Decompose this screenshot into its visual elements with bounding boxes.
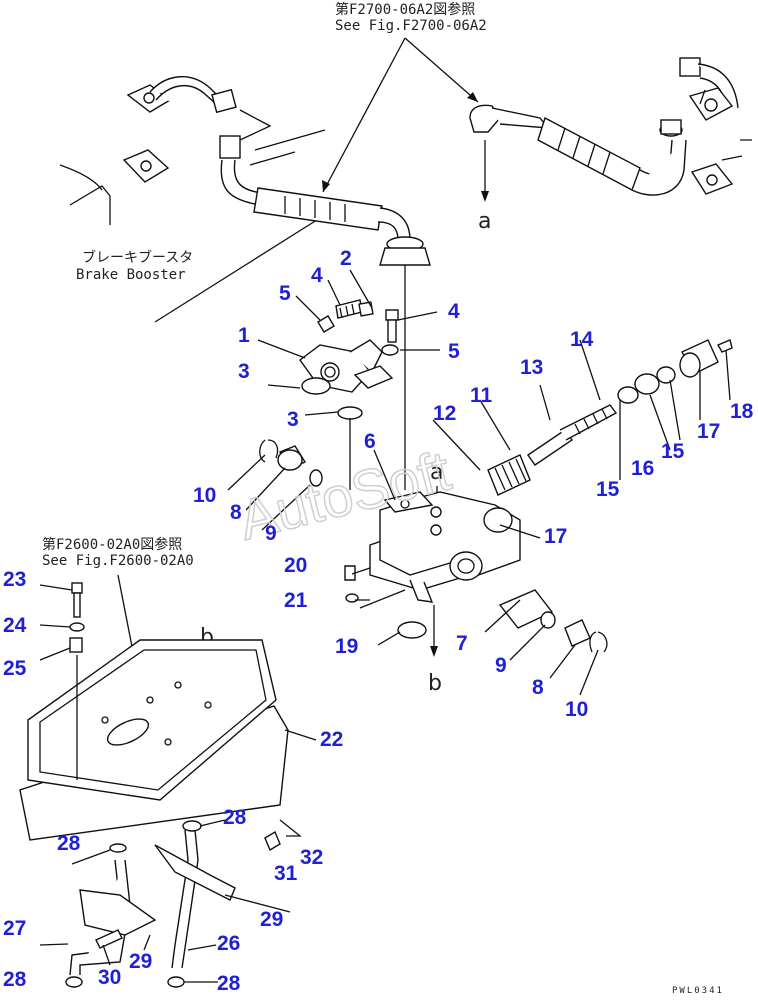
left-reference-jp: 第F2600-02A0図参照 [42,536,182,553]
part-number-27: 27 [3,917,26,940]
part-number-9: 9 [265,522,277,545]
lower-pipes [65,819,302,988]
brake-booster-label-en: Brake Booster [76,267,186,283]
leader-lines [39,269,731,983]
part-number-30: 30 [98,966,121,989]
right-brake-pipe [469,57,752,196]
part-number-12: 12 [433,402,456,425]
part-number-13: 13 [520,356,543,379]
part-number-17: 17 [544,525,567,548]
top-reference-jp: 第F2700-06A2図参照 [335,1,475,18]
part-number-22: 22 [320,728,343,751]
part-number-labels: 1 2 3 3 4 4 5 5 6 7 8 8 9 9 10 10 11 12 … [3,247,754,995]
part-number-11: 11 [470,384,493,407]
part-number-21: 21 [284,589,308,612]
part-number-10: 10 [565,698,588,721]
reference-leaders [117,37,479,663]
part-number-15: 15 [661,440,685,463]
part-number-29: 29 [260,908,283,931]
part-number-16: 16 [631,457,654,480]
part-number-32: 32 [300,846,323,869]
part-number-29: 29 [129,950,152,973]
part-number-18: 18 [730,400,754,423]
left-reference-en: See Fig.F2600-02A0 [42,553,194,569]
part-number-31: 31 [274,862,298,885]
part-number-1: 1 [238,324,250,347]
part-number-8: 8 [230,501,242,524]
part-number-2: 2 [340,247,352,270]
side-plugs [259,439,608,653]
part-number-25: 25 [3,657,27,680]
part-number-17: 17 [697,420,720,443]
plunger-stack [487,339,733,496]
part-number-8: 8 [532,676,544,699]
flange-group [299,265,406,490]
part-number-28: 28 [223,806,247,829]
part-number-5: 5 [448,340,460,363]
top-reference-en: See Fig.F2700-06A2 [335,18,487,34]
part-number-5: 5 [279,282,291,305]
part-number-28: 28 [217,972,241,995]
part-number-9: 9 [495,654,507,677]
part-number-6: 6 [364,430,376,453]
part-number-23: 23 [3,568,26,591]
part-number-3: 3 [238,360,250,383]
part-number-20: 20 [284,554,307,577]
part-number-19: 19 [335,635,358,658]
connector-a-mid: a [430,460,443,485]
part-number-4: 4 [311,264,323,287]
left-brake-pipe [59,75,431,266]
diagram-code: PWL0341 [672,986,724,996]
part-number-7: 7 [456,632,468,655]
connector-a-top: a [478,209,491,234]
part-number-15: 15 [596,478,620,501]
part-number-26: 26 [217,932,240,955]
part-number-4: 4 [448,300,460,323]
cover-plate [19,582,289,841]
valve-body [369,491,521,603]
part-number-28: 28 [3,968,27,991]
connector-b-bottom: b [428,671,442,696]
part-number-28: 28 [57,832,81,855]
part-number-3: 3 [287,408,299,431]
part-number-10: 10 [193,484,216,507]
brake-booster-label-jp: ブレーキブースタ [82,249,193,266]
part-number-14: 14 [570,328,594,351]
part-number-24: 24 [3,614,27,637]
